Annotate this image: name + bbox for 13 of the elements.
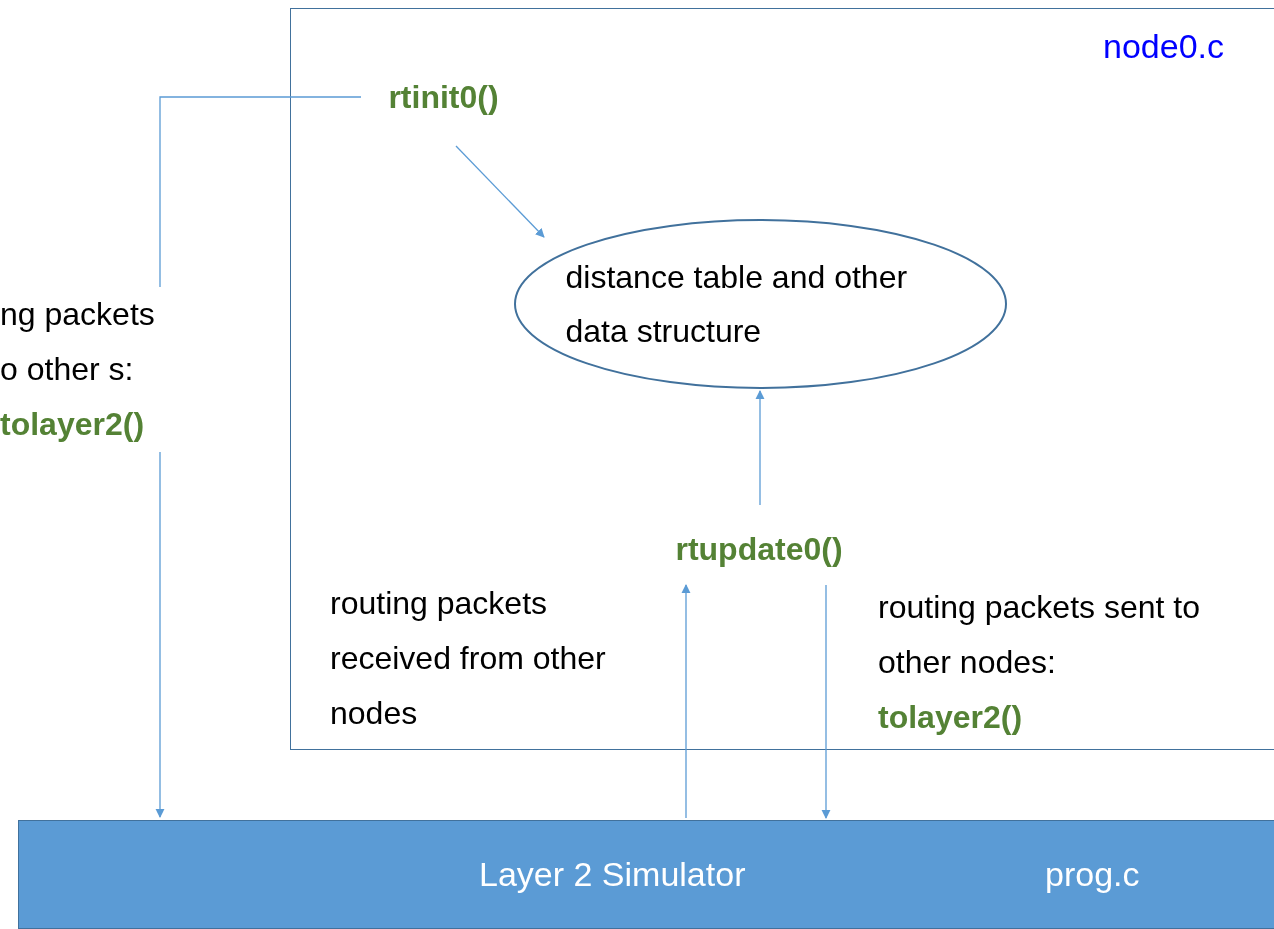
- simulator-label: Layer 2 Simulator: [479, 857, 746, 891]
- file-label: prog.c: [1045, 857, 1140, 891]
- arrow: [681, 584, 691, 819]
- data-label: distance table and other data structure: [565, 258, 909, 351]
- arrow: [821, 584, 831, 819]
- arrow: [755, 390, 765, 506]
- arrow: [455, 145, 545, 238]
- module-frame: [290, 8, 1274, 750]
- function-label: rtinit0(): [361, 73, 526, 121]
- simulator-bar: [18, 820, 1274, 929]
- function-label: rtupdate0(): [643, 525, 875, 573]
- file-label: node0.c: [1103, 29, 1224, 63]
- data-ellipse: [514, 219, 1007, 389]
